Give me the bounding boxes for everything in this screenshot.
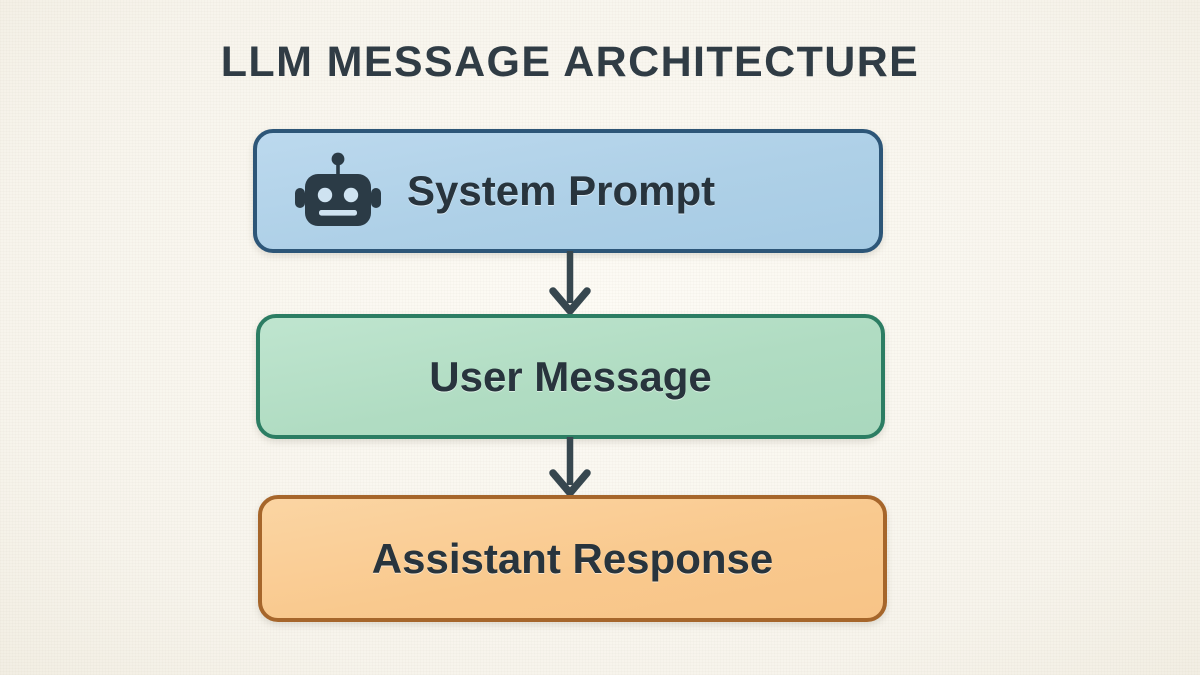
node-label-user-message: User Message xyxy=(429,352,712,400)
arrow-user-to-assistant xyxy=(548,437,592,497)
node-system-prompt[interactable]: System Prompt xyxy=(253,129,883,253)
page-title: LLM MESSAGE ARCHITECTURE xyxy=(220,38,920,86)
arrow-system-to-user xyxy=(548,251,592,315)
node-label-system-prompt: System Prompt xyxy=(407,167,716,214)
node-user-message[interactable]: User Message xyxy=(256,314,885,439)
node-assistant-response[interactable]: Assistant Response xyxy=(258,495,887,622)
node-label-assistant-response: Assistant Response xyxy=(371,534,774,582)
robot-icon xyxy=(295,152,381,226)
